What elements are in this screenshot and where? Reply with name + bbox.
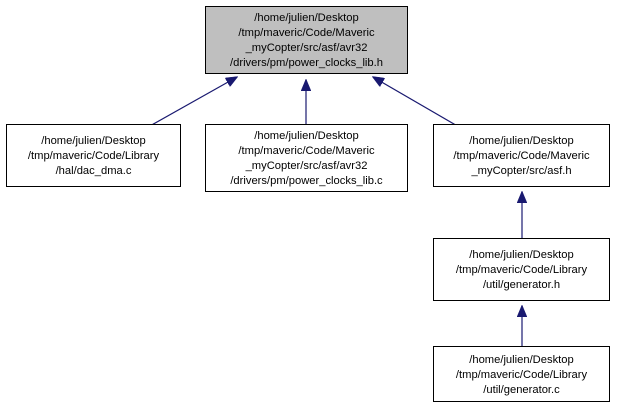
node-label-line: /tmp/maveric/Code/Maveric: [238, 27, 375, 39]
node-power-clocks-lib-c[interactable]: /home/julien/Desktop/tmp/maveric/Code/Ma…: [205, 124, 408, 192]
node-label-line: /drivers/pm/power_clocks_lib.c: [230, 175, 383, 187]
edge-dac-dma-c-to-power-clocks-lib-h: [140, 77, 237, 132]
node-label-line: /home/julien/Desktop: [469, 353, 574, 366]
node-label-line: /home/julien/Desktop: [254, 12, 359, 24]
node-label-line: /drivers/pm/power_clocks_lib.h: [230, 57, 383, 69]
node-label-line: /home/julien/Desktop: [41, 135, 146, 147]
node-generator-c[interactable]: /home/julien/Desktop/tmp/maveric/Code/Li…: [433, 346, 610, 402]
node-label-line: /tmp/maveric/Code/Library: [455, 368, 588, 381]
node-label-line: /util/generator.c: [483, 383, 560, 396]
edge-asf-h-to-power-clocks-lib-h: [373, 77, 467, 132]
node-label-line: /home/julien/Desktop: [469, 249, 574, 261]
node-label-line: /tmp/maveric/Code/Library: [27, 150, 160, 162]
node-label-line: _myCopter/src/asf.h: [471, 165, 572, 177]
node-label-line: /hal/dac_dma.c: [55, 165, 132, 177]
node-label-line: /tmp/maveric/Code/Maveric: [238, 145, 375, 157]
node-label-line: /tmp/maveric/Code/Library: [455, 264, 588, 276]
node-label-line: _myCopter/src/asf/avr32: [245, 42, 368, 54]
node-generator-h[interactable]: /home/julien/Desktop/tmp/maveric/Code/Li…: [433, 238, 610, 301]
node-power-clocks-lib-h[interactable]: /home/julien/Desktop/tmp/maveric/Code/Ma…: [205, 6, 408, 74]
node-label-line: /util/generator.h: [482, 279, 561, 291]
node-label-line: /home/julien/Desktop: [469, 135, 574, 147]
node-label-line: /tmp/maveric/Code/Maveric: [453, 150, 590, 162]
node-asf-h[interactable]: /home/julien/Desktop/tmp/maveric/Code/Ma…: [433, 124, 610, 187]
node-dac-dma-c[interactable]: /home/julien/Desktop/tmp/maveric/Code/Li…: [6, 124, 181, 187]
node-label-line: _myCopter/src/asf/avr32: [245, 160, 368, 172]
node-label-line: /home/julien/Desktop: [254, 130, 359, 142]
